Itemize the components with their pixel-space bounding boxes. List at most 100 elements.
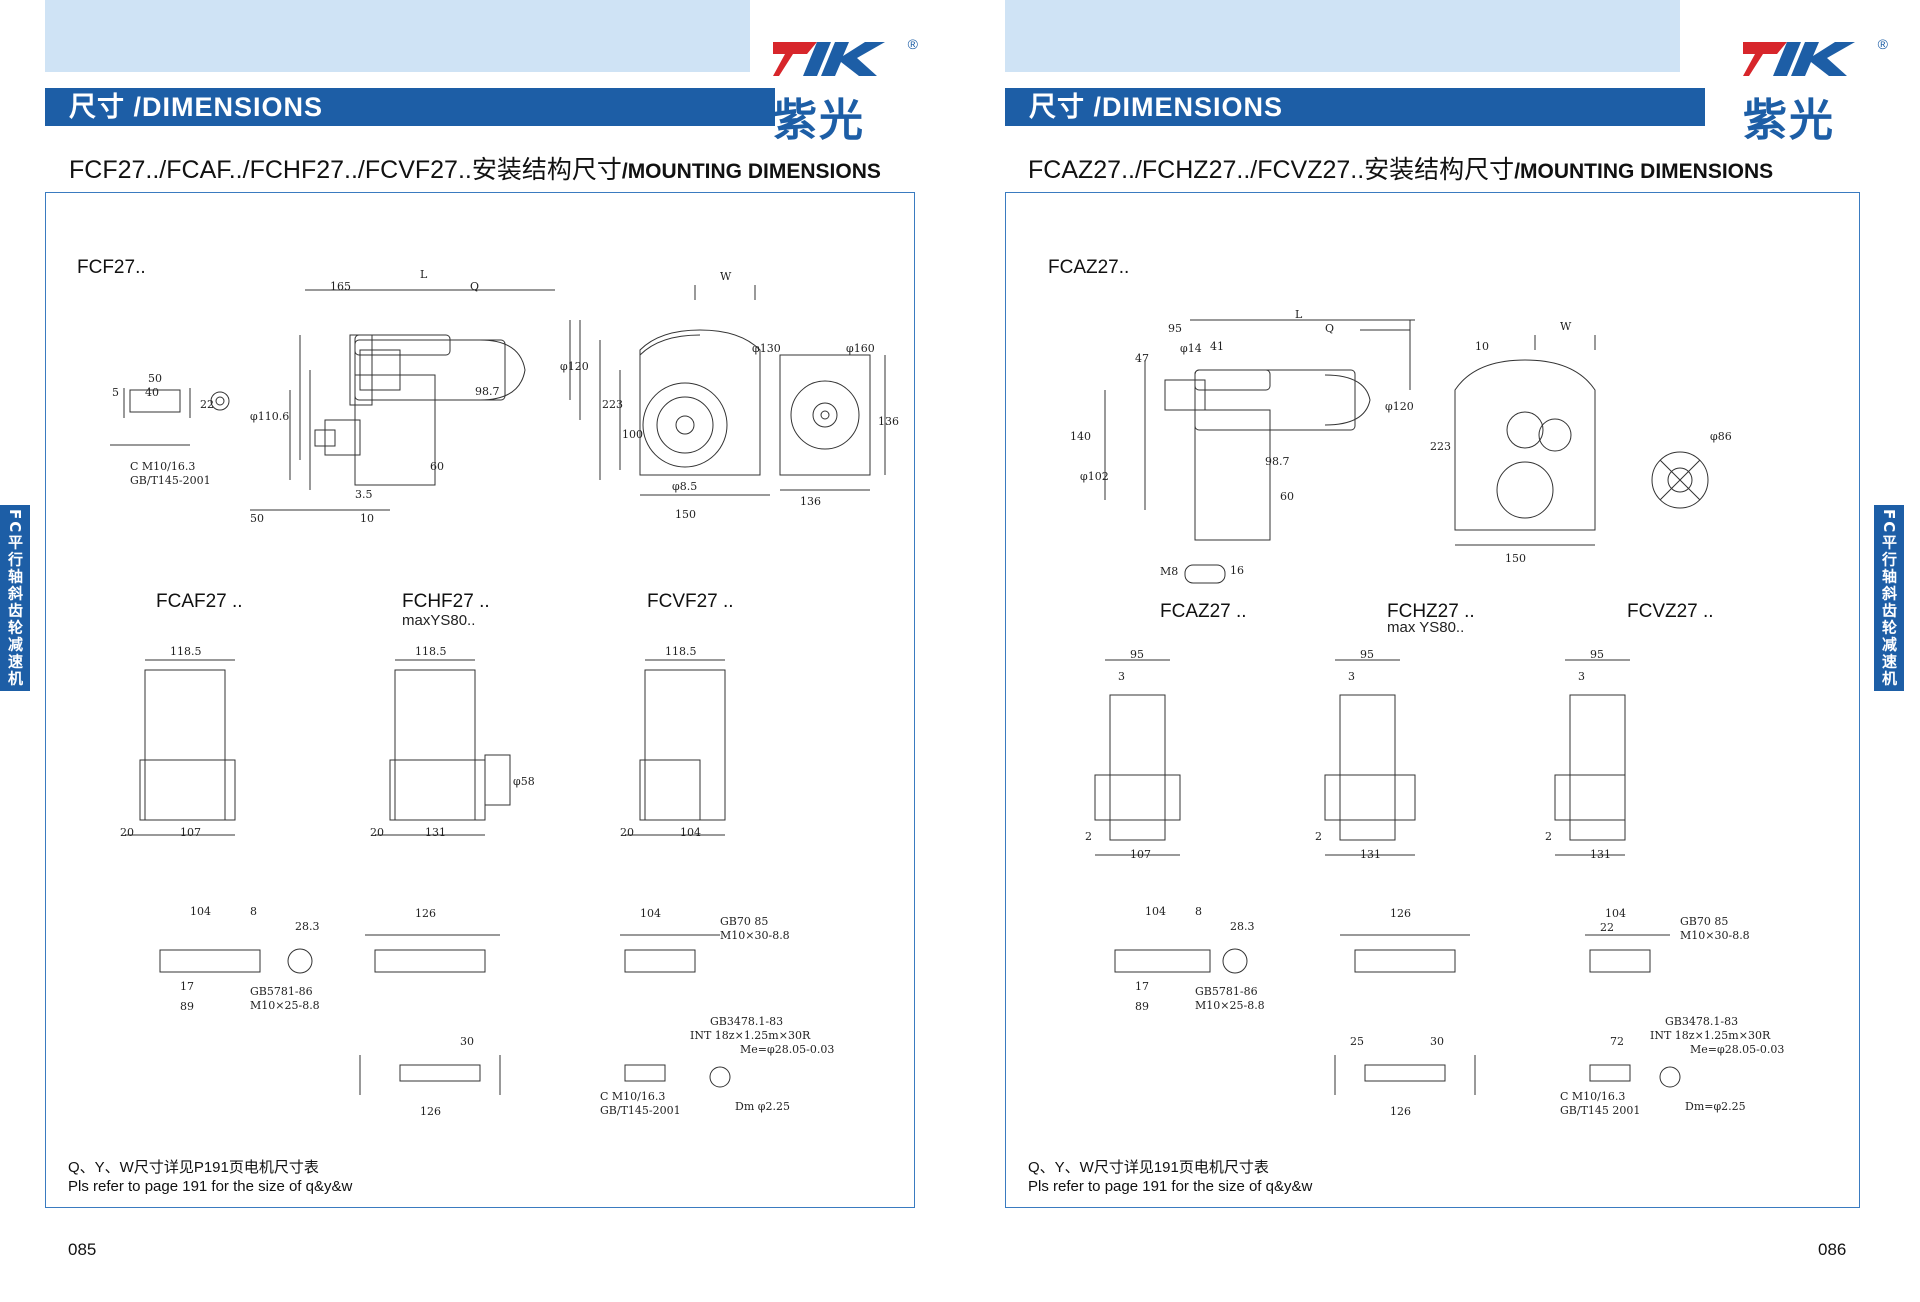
dim-104: 104 <box>1145 905 1166 918</box>
note-cn: Q、Y、W尺寸详见191页电机尺寸表 <box>1028 1159 1269 1176</box>
dim-gb3478: GB3478.1-83 <box>710 1015 783 1028</box>
dim-86: φ86 <box>1710 430 1732 443</box>
side-tab: FC平行轴斜齿轮减速机 <box>1874 505 1904 691</box>
catalog-page-085: 尺寸 /DIMENSIONS ® 紫光 FCF27../FCAF../FCHF2… <box>0 0 918 1259</box>
label-fcaz27-b: FCAZ27 .. <box>1160 601 1247 622</box>
dim-c-m10b: C M10/16.3 <box>600 1090 665 1103</box>
dim-131: 131 <box>425 826 446 839</box>
drawing-frame <box>45 192 915 1208</box>
label-fchz27: FCHZ27 .. <box>1387 601 1475 622</box>
dim-2-c: 2 <box>1545 830 1552 843</box>
dim-gb5781: GB5781-86 <box>250 985 313 998</box>
dim-c-m10: C M10/16.3 <box>130 460 195 473</box>
dim-126b: 126 <box>420 1105 441 1118</box>
dim-95-a: 95 <box>1130 648 1144 661</box>
dim-41: 41 <box>1210 340 1224 353</box>
dim-10: 10 <box>1475 340 1489 353</box>
dim-100: 100 <box>622 428 643 441</box>
dim-int: INT 18z×1.25m×30R <box>690 1029 811 1042</box>
dim-150: 150 <box>675 508 696 521</box>
dim-14: φ14 <box>1180 342 1202 355</box>
dim-W: W <box>720 270 732 283</box>
dim-118-5-a: 118.5 <box>170 645 202 658</box>
label-fchf27-sub: maxYS80.. <box>402 612 476 629</box>
dim-50: 50 <box>148 372 162 385</box>
dim-3-a: 3 <box>1118 670 1125 683</box>
dim-89: 89 <box>180 1000 194 1013</box>
note-en: Pls refer to page 191 for the size of q&… <box>1028 1178 1313 1195</box>
dim-3-b: 3 <box>1348 670 1355 683</box>
dim-160: φ160 <box>846 342 875 355</box>
dim-130: φ130 <box>752 342 781 355</box>
dim-m10x30: M10×30-8.8 <box>1680 929 1750 942</box>
registered-mark: ® <box>907 36 918 52</box>
dim-126: 126 <box>1390 907 1411 920</box>
heading-en: /MOUNTING DIMENSIONS <box>621 160 881 183</box>
logo-chinese: 紫光 <box>1743 95 1835 146</box>
dim-gb-t145: GB/T145-2001 <box>130 474 211 487</box>
dim-m10x25: M10×25-8.8 <box>1195 999 1265 1012</box>
dim-Q: Q <box>1325 322 1334 335</box>
dim-120: φ120 <box>560 360 589 373</box>
dim-me: Me=φ28.05-0.03 <box>740 1043 834 1056</box>
dim-95-c: 95 <box>1590 648 1604 661</box>
dim-102: φ102 <box>1080 470 1109 483</box>
brand-logo: ® 紫光 <box>1743 36 1888 146</box>
dim-20-a: 20 <box>120 826 134 839</box>
dim-58: φ58 <box>513 775 535 788</box>
dim-gb70: GB70 85 <box>720 915 768 928</box>
section-title: 尺寸 /DIMENSIONS <box>1005 88 1705 126</box>
page-number: 085 <box>68 1240 97 1259</box>
dim-m10x30: M10×30-8.8 <box>720 929 790 942</box>
dim-m10x25: M10×25-8.8 <box>250 999 320 1012</box>
dim-140: 140 <box>1070 430 1091 443</box>
dim-L: L <box>420 268 428 281</box>
dim-17: 17 <box>1135 980 1149 993</box>
heading-en: /MOUNTING DIMENSIONS <box>1514 160 1774 183</box>
dim-95: 95 <box>1168 322 1182 335</box>
dim-89: 89 <box>1135 1000 1149 1013</box>
note-en: Pls refer to page 191 for the size of q&… <box>68 1178 353 1195</box>
label-fcaz27: FCAZ27.. <box>1048 257 1130 278</box>
dim-118-5-c: 118.5 <box>665 645 697 658</box>
registered-mark: ® <box>1877 36 1888 52</box>
dim-5: 5 <box>112 386 119 399</box>
logo-mark-icon <box>773 42 885 76</box>
dim-131-c: 131 <box>1590 848 1611 861</box>
dim-dm: Dm=φ2.25 <box>1685 1100 1746 1113</box>
dim-30: 30 <box>1430 1035 1444 1048</box>
dim-104: 104 <box>680 826 701 839</box>
dim-223: 223 <box>1430 440 1451 453</box>
dim-223: 223 <box>602 398 623 411</box>
dim-gb70: GB70 85 <box>1680 915 1728 928</box>
dim-107: 107 <box>180 826 201 839</box>
dim-165: 165 <box>330 280 351 293</box>
dim-8-s: 8 <box>250 905 257 918</box>
dim-60: 60 <box>430 460 444 473</box>
fcf27-drawing: 50 40 5 22 C M10/16.3 GB/T145-2001 165 L… <box>100 268 899 525</box>
page-heading: FCAZ27../FCHZ27../FCVZ27..安装结构尺寸/MOUNTIN… <box>1028 150 1773 186</box>
dim-8: 8 <box>1195 905 1202 918</box>
dim-126b: 126 <box>1390 1105 1411 1118</box>
page-heading: FCF27../FCAF../FCHF27../FCVF27..安装结构尺寸/M… <box>69 150 881 186</box>
variant-drawings: 118.5 20 107 118.5 20 131 φ58 118.5 20 1… <box>120 645 885 839</box>
dim-98-7: 98.7 <box>1265 455 1290 468</box>
drawing-frame <box>1005 192 1860 1208</box>
label-fchz27-sub: max YS80.. <box>1387 619 1465 636</box>
dim-136b: 136 <box>800 495 821 508</box>
variant-drawings: 95 3 2 107 95 3 2 131 95 3 2 131 <box>1085 648 1820 861</box>
header-band <box>1005 0 1680 72</box>
side-tab: FC平行轴斜齿轮减速机 <box>0 505 30 691</box>
dim-16: 16 <box>1230 564 1244 577</box>
dim-10: 10 <box>360 512 374 525</box>
shaft-detail-drawings: 104 8 28.3 17 89 GB5781-86 M10×25-8.8 12… <box>1070 905 1784 1118</box>
dim-17: 17 <box>180 980 194 993</box>
dim-22: 22 <box>1600 921 1614 934</box>
dim-gbt145: GB/T145 2001 <box>1560 1104 1640 1117</box>
dim-2-b: 2 <box>1315 830 1322 843</box>
dim-104-c: 104 <box>640 907 661 920</box>
dim-98-7: 98.7 <box>475 385 500 398</box>
dim-120: φ120 <box>1385 400 1414 413</box>
page-number: 086 <box>1818 1240 1847 1259</box>
dim-25: 25 <box>1350 1035 1364 1048</box>
